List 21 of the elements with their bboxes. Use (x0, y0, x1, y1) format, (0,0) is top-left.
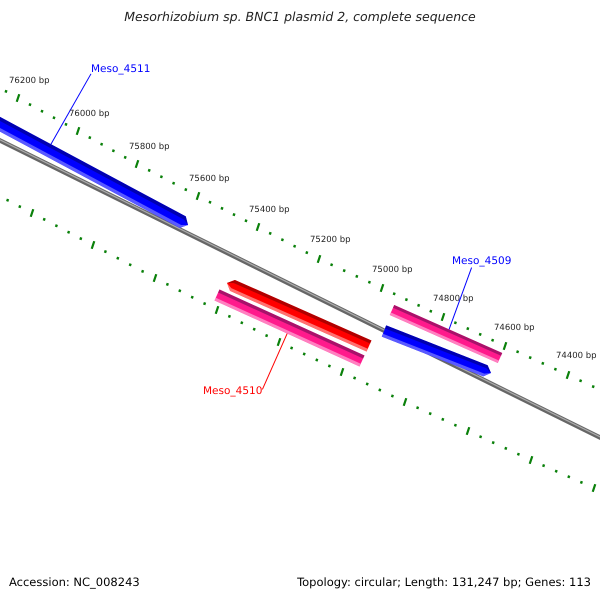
scale-label: 74600 bp (494, 324, 535, 334)
gene-label: Meso_4511 (91, 64, 150, 76)
scale-label: 75000 bp (372, 266, 413, 276)
info-text: Topology: circular; Length: 131,247 bp; Genes: 113 (297, 576, 591, 589)
scale-label: 76200 bp (9, 77, 50, 86)
info-text: Accession: NC_008243 (9, 576, 140, 589)
leader-line (262, 333, 288, 390)
leader-line (50, 73, 92, 145)
scale-label: 75400 bp (249, 206, 290, 216)
scale-label: 74400 bp (556, 352, 597, 362)
scale-label: 76000 bp (69, 110, 110, 120)
scale-label: 75600 bp (189, 175, 230, 184)
gene-label: Meso_4509 (452, 256, 512, 268)
title: Mesorhizobium sp. BNC1 plasmid 2, complete sequence (123, 10, 477, 24)
scale-label: 75200 bp (310, 236, 351, 246)
gene-bar (214, 290, 364, 366)
scale-label: 74800 bp (433, 295, 474, 304)
gene-label: Meso_4510 (203, 386, 262, 398)
gene-bar (382, 325, 491, 376)
leader-line (448, 267, 472, 330)
scale-label: 75800 bp (129, 143, 170, 152)
